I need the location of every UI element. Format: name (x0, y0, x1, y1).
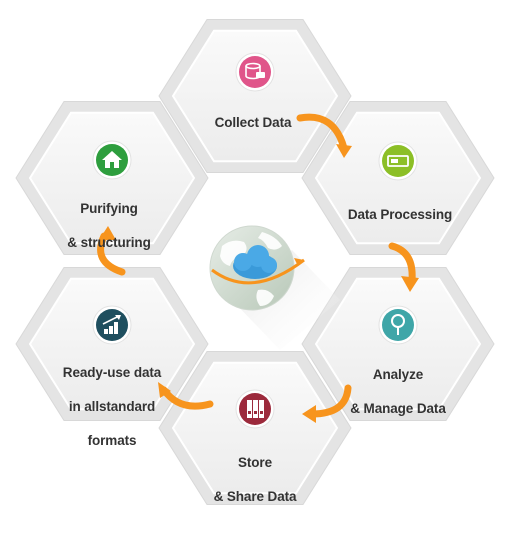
binders-icon (235, 389, 275, 429)
home-icon (92, 140, 132, 180)
flow-arrows (97, 113, 419, 423)
step-label-store: Store & Share Data (213, 455, 297, 504)
progress-bar-icon (378, 141, 418, 181)
step-label-processing: Data Processing (347, 207, 453, 222)
step-icons (92, 52, 418, 429)
arrow-ready-to-purify (97, 226, 126, 276)
magnifier-icon (378, 305, 418, 345)
step-label-analyze: Analyze & Manage Data (350, 367, 446, 416)
growth-chart-icon (92, 305, 132, 345)
step-label-collect: Collect Data (214, 115, 292, 130)
globe-cloud-icon (209, 225, 340, 350)
arrow-processing-to-analyze (388, 242, 419, 292)
hex-tile-collect (158, 19, 352, 173)
step-label-ready: Ready-use data in allstandard formats (62, 365, 162, 448)
arrow-collect-to-processing (296, 113, 352, 158)
database-icon (235, 52, 275, 92)
arrow-store-to-ready (158, 382, 214, 410)
step-label-purify: Purifying & structuring (67, 201, 151, 250)
arrow-analyze-to-store (302, 384, 352, 423)
